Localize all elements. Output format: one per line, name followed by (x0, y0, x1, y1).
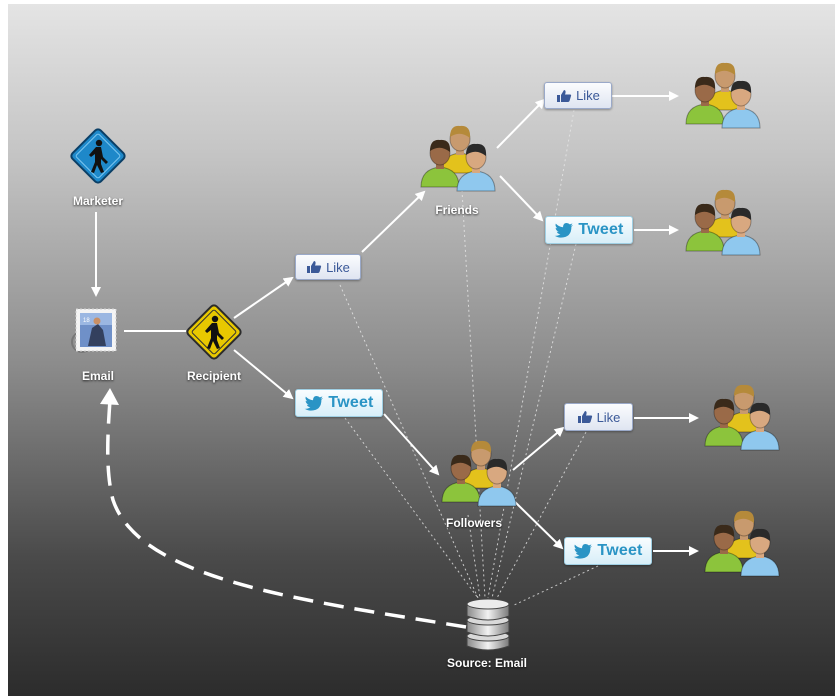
tweet-label: Tweet (578, 221, 624, 238)
audience-group-icon (681, 58, 767, 138)
followers-group-icon (437, 436, 523, 516)
arrow-recipient-tweet (233, 349, 294, 400)
tweet-button-followers[interactable]: Tweet (564, 537, 652, 565)
arrow-like-friends (361, 190, 426, 253)
marketer-sign-icon (68, 126, 128, 186)
thumbs-up-icon (307, 261, 322, 273)
audience-group-icon (681, 185, 767, 265)
tweet-label: Tweet (328, 394, 374, 411)
tweet-button-recipient[interactable]: Tweet (295, 389, 383, 417)
tweet-button-friends[interactable]: Tweet (545, 216, 633, 244)
svg-text:18: 18 (83, 318, 90, 324)
audience-group-icon (700, 506, 786, 586)
twitter-bird-icon (574, 544, 593, 559)
tweet-label: Tweet (597, 542, 643, 559)
arrow-followers-like (512, 426, 565, 471)
arrow-friends-like (496, 98, 546, 149)
like-button-friends[interactable]: Like (544, 82, 612, 109)
friends-label: Friends (435, 203, 479, 217)
recipient-label: Recipient (186, 369, 242, 383)
like-label: Like (596, 409, 621, 425)
arrow-recipient-like (233, 276, 294, 319)
like-button-recipient[interactable]: Like (295, 254, 361, 280)
followers-label: Followers (445, 516, 503, 530)
like-label: Like (576, 88, 600, 103)
database-icon (463, 596, 513, 654)
like-label: Like (326, 259, 350, 275)
arrow-tweet-followers (383, 413, 440, 476)
audience-group-icon (700, 380, 786, 460)
source-label: Source: Email (446, 656, 528, 670)
email-label: Email (81, 369, 115, 383)
friends-group-icon (416, 121, 502, 201)
thumbs-up-icon (577, 411, 592, 423)
feedback-arrowhead (100, 388, 119, 405)
arrow-friends-tweet (499, 175, 544, 222)
email-stamp-icon: 18 (70, 306, 122, 358)
arrow-followers-tweet (512, 499, 564, 550)
thumbs-up-icon (557, 89, 572, 102)
marketer-label: Marketer (72, 194, 124, 208)
recipient-sign-icon (183, 301, 245, 363)
twitter-bird-icon (555, 223, 574, 238)
twitter-bird-icon (305, 396, 324, 411)
like-button-followers[interactable]: Like (564, 403, 633, 431)
feedback-dashed-arrow (106, 399, 467, 629)
